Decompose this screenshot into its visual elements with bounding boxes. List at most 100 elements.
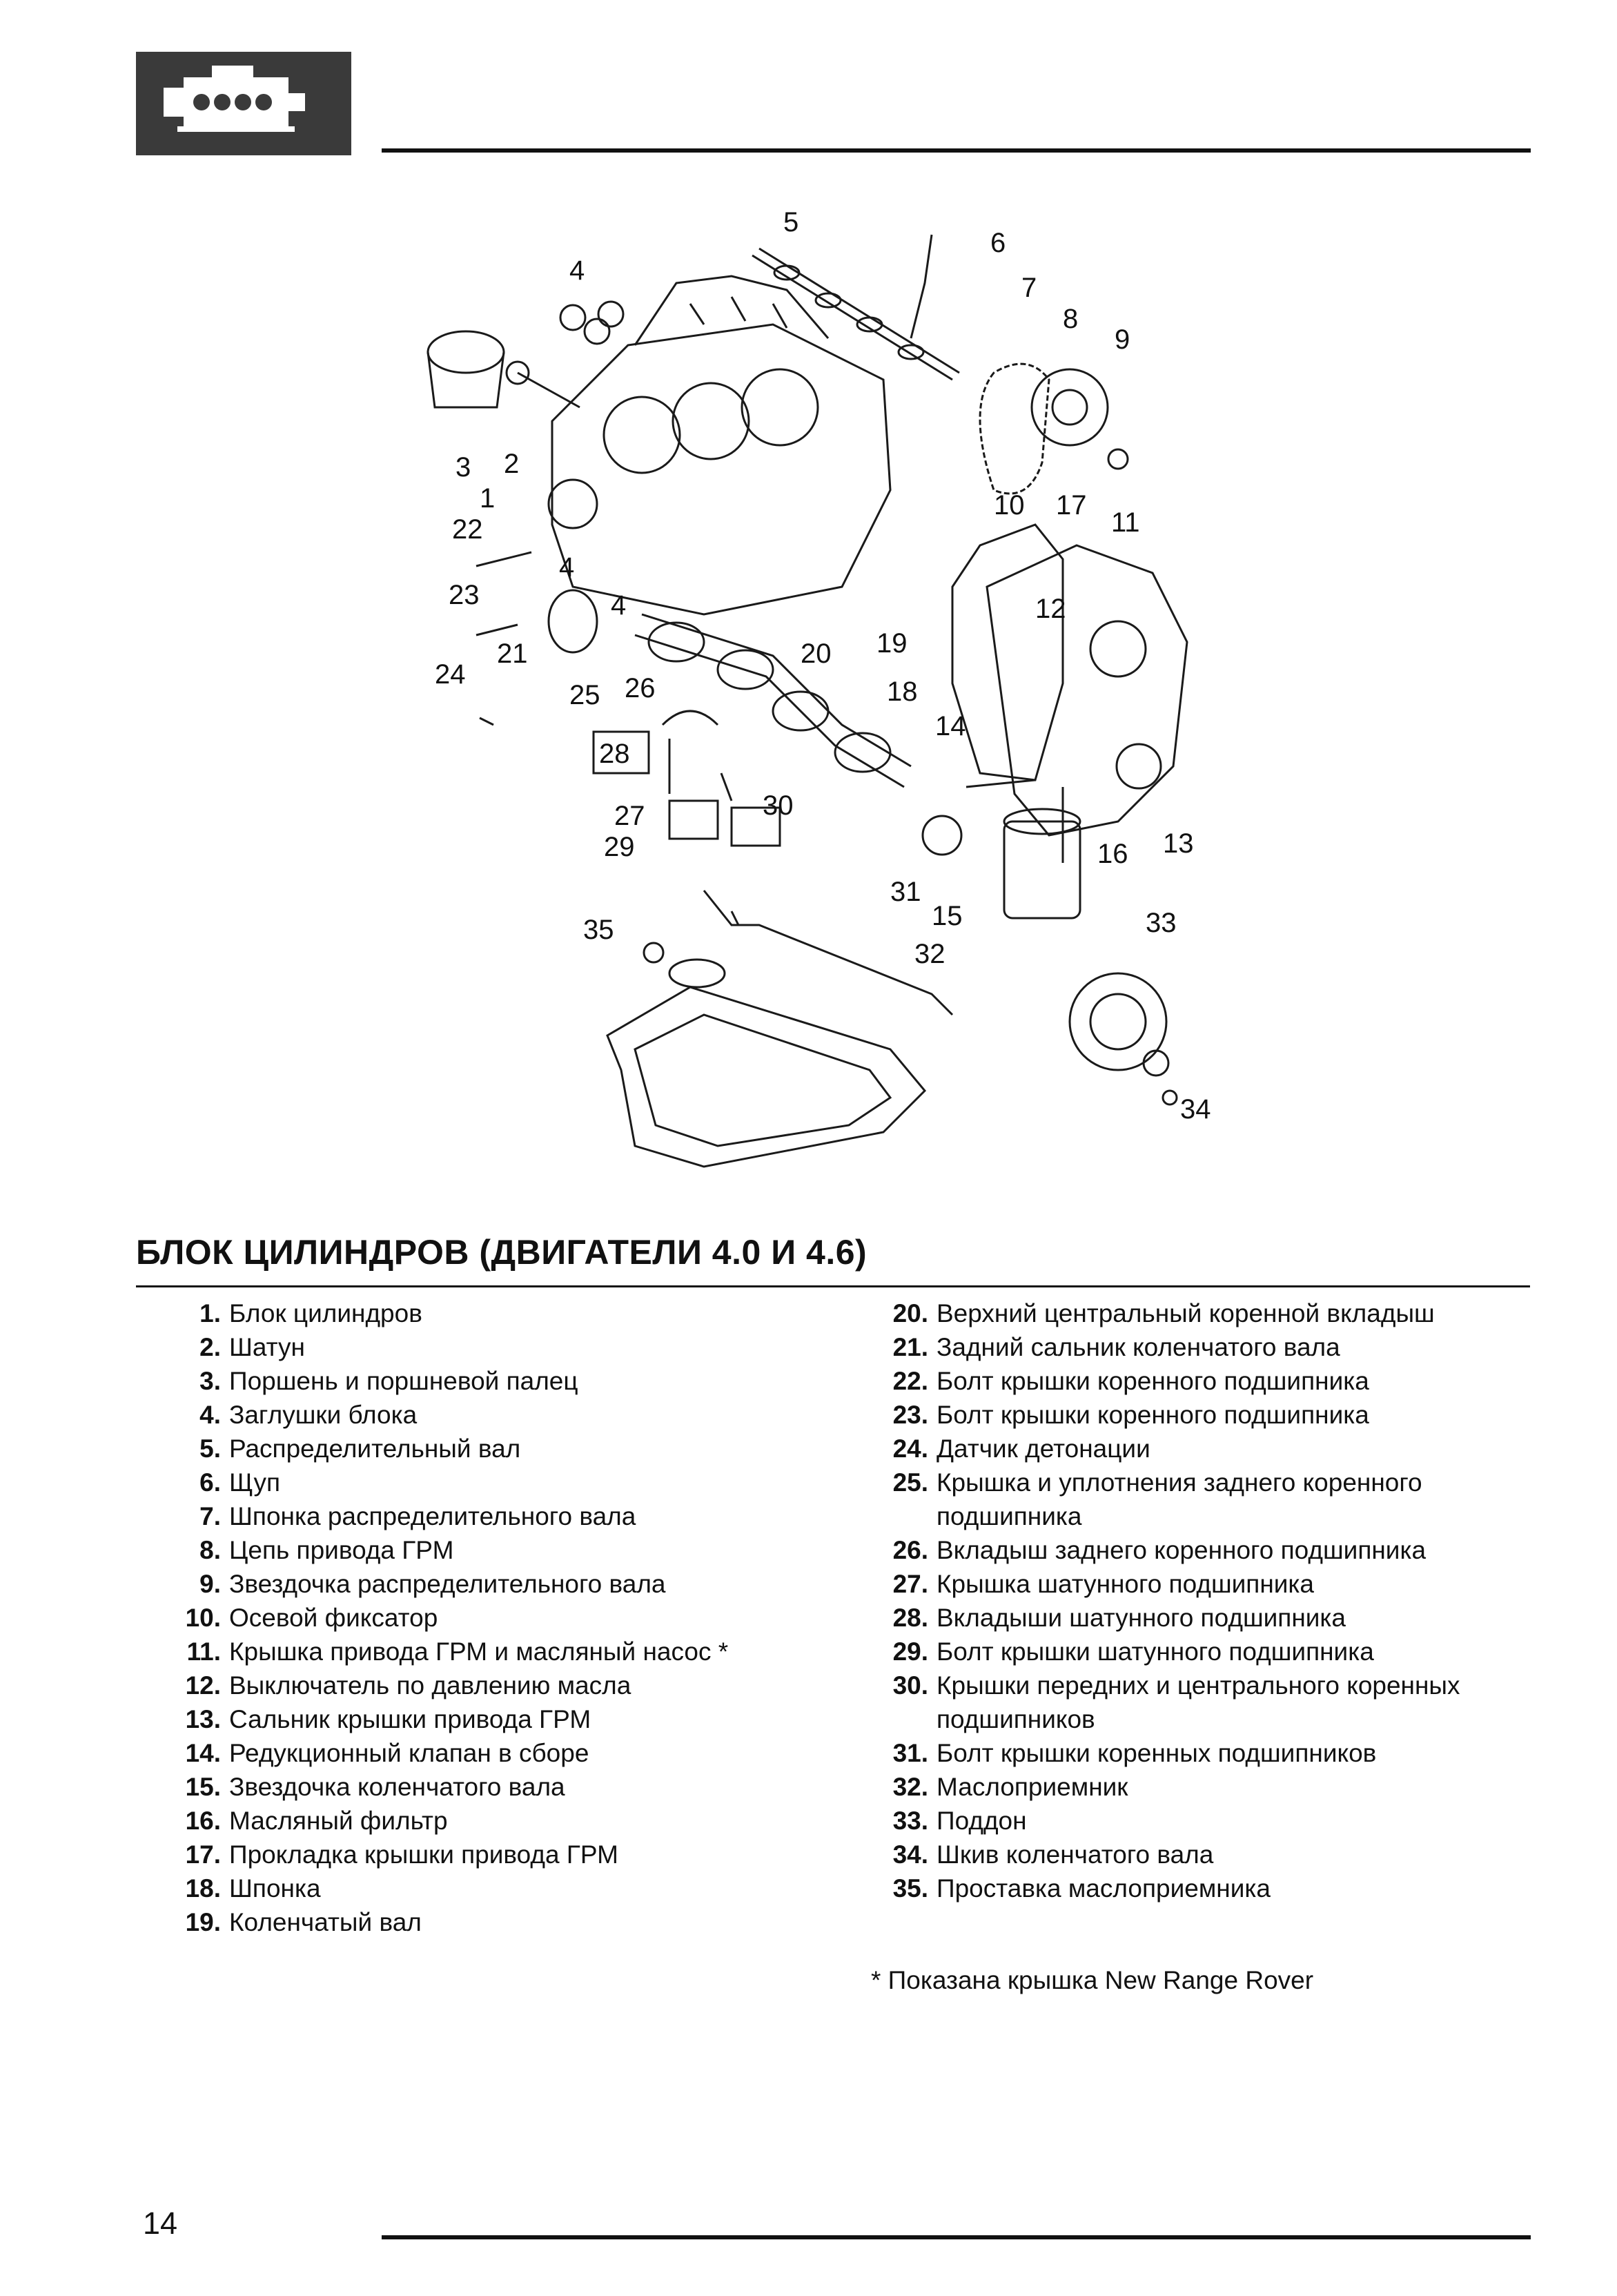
- legend-item: 22. Болт крышки коренного подшипника: [866, 1364, 1536, 1398]
- legend-text: Проставка маслоприемника: [937, 1874, 1271, 1903]
- diagram-callout: 23: [449, 580, 480, 610]
- legend-item: 14.Редукционный клапан в сборе: [152, 1736, 842, 1770]
- legend-item: 24. Датчик детонации: [866, 1432, 1536, 1466]
- legend-text: Задний сальник коленчатого вала: [937, 1333, 1340, 1361]
- legend-number: 34.: [892, 1840, 928, 1869]
- legend-number: 15.: [185, 1773, 221, 1801]
- legend-item: 19.Коленчатый вал: [152, 1905, 842, 1939]
- legend-item: 11. Крышка привода ГРМ и масляный насос *: [152, 1635, 842, 1669]
- legend-item: 13. Сальник крышки привода ГРМ: [152, 1702, 842, 1736]
- diagram-callout: 7: [1021, 273, 1037, 303]
- diagram-callout: 16: [1097, 839, 1128, 869]
- legend-number: 11.: [186, 1637, 221, 1666]
- camshaft: [752, 234, 960, 381]
- legend-number: 27.: [892, 1570, 928, 1598]
- diagram-callout: 18: [887, 677, 918, 707]
- diagram-callout: 4: [559, 552, 574, 583]
- timing-chain: [979, 362, 1129, 495]
- footer-rule: [382, 2235, 1531, 2239]
- legend-number: 20.: [892, 1299, 928, 1327]
- legend-item: 10.Осевой фиксатор: [152, 1601, 842, 1635]
- legend-text: Вкладыши шатунного подшипника: [937, 1604, 1346, 1632]
- legend-text: Болт крышки коренных подшипников: [937, 1739, 1377, 1767]
- legend-number: 14.: [185, 1739, 221, 1767]
- legend-item: 6.Щуп: [152, 1466, 842, 1499]
- legend-item: 31. Болт крышки коренных подшипников: [866, 1736, 1536, 1770]
- diagram-callout: 12: [1035, 594, 1066, 624]
- legend-item: 25. Крышка и уплотнения заднего коренного…: [866, 1466, 1536, 1533]
- legend-number: 8.: [199, 1536, 221, 1564]
- diagram-callout: 3: [455, 452, 471, 483]
- bolts: [476, 551, 1064, 926]
- legend-text: Выключатель по давлению масла: [229, 1671, 631, 1700]
- front-cover: [951, 523, 1188, 837]
- legend-number: 10.: [185, 1604, 221, 1632]
- legend-text: Блок цилиндров: [229, 1299, 422, 1327]
- oil-filter: [1003, 808, 1081, 920]
- legend-item: 16.Масляный фильтр: [152, 1804, 842, 1838]
- header-logo: [136, 52, 351, 155]
- legend-text: Болт крышки коренного подшипника: [937, 1401, 1369, 1429]
- crankshaft-pulley: [1068, 972, 1178, 1106]
- legend-text: Крышка привода ГРМ и масляный насос *: [229, 1637, 729, 1666]
- legend-text: Крышки передних и центрального коренных …: [937, 1671, 1460, 1733]
- legend-number: 9.: [199, 1570, 221, 1598]
- legend-item: 35.Проставка маслоприемника: [866, 1871, 1536, 1905]
- diagram-callout: 6: [990, 228, 1006, 258]
- legend-text: Крышка и уплотнения заднего коренного по…: [937, 1468, 1422, 1530]
- legend-text: Коленчатый вал: [229, 1908, 422, 1936]
- diagram-callout: 20: [801, 639, 832, 669]
- legend-item: 23.Болт крышки коренного подшипника: [866, 1398, 1536, 1432]
- diagram-callout: 17: [1056, 490, 1087, 521]
- legend-text: Датчик детонации: [937, 1434, 1150, 1463]
- legend-item: 27. Крышка шатунного подшипника: [866, 1567, 1536, 1601]
- legend-number: 31.: [892, 1739, 928, 1767]
- legend-item: 15.Звездочка коленчатого вала: [152, 1770, 842, 1804]
- legend-text: Поршень и поршневой палец: [229, 1367, 578, 1395]
- footnote: * Показана крышка New Range Rover: [871, 1966, 1314, 1994]
- legend-number: 1.: [199, 1299, 221, 1327]
- legend-number: 22.: [892, 1367, 928, 1395]
- diagram-callout: 25: [569, 680, 600, 710]
- legend-text: Крышка шатунного подшипника: [937, 1570, 1315, 1598]
- diagram-callout: 27: [614, 801, 645, 831]
- legend-number: 25.: [892, 1468, 928, 1497]
- legend-text: Маслоприемник: [937, 1773, 1128, 1801]
- legend-text: Распределительный вал: [229, 1434, 521, 1463]
- legend-number: 24.: [892, 1434, 928, 1463]
- section-title: БЛОК ЦИЛИНДРОВ (ДВИГАТЕЛИ 4.0 И 4.6): [136, 1233, 868, 1272]
- oil-pickup: [643, 890, 954, 1016]
- legend-item: 2.Шатун: [152, 1330, 842, 1364]
- legend-number: 13.: [185, 1705, 221, 1733]
- legend-text: Верхний центральный коренной вкладыш: [937, 1299, 1435, 1327]
- diagram-callout: 21: [497, 639, 528, 669]
- legend-item: 9.Звездочка распределительного вала: [152, 1567, 842, 1601]
- legend-number: 33.: [892, 1807, 928, 1835]
- legend-text: Шатун: [229, 1333, 305, 1361]
- diagram-callout: 5: [783, 207, 798, 237]
- legend-text: Масляный фильтр: [229, 1807, 448, 1835]
- diagram-callout: 9: [1115, 324, 1130, 355]
- legend-text: Прокладка крышки привода ГРМ: [229, 1840, 618, 1869]
- legend-item: 5.Распределительный вал: [152, 1432, 842, 1466]
- rear-oil-seal: [547, 589, 598, 654]
- legend-text: Шпонка: [229, 1874, 321, 1903]
- legend-item: 33.Поддон: [866, 1804, 1536, 1838]
- legend-text: Заглушки блока: [229, 1401, 418, 1429]
- legend-text: Сальник крышки привода ГРМ: [229, 1705, 591, 1733]
- legend-number: 28.: [892, 1604, 928, 1632]
- legend-list-right: 20.Верхний центральный коренной вкладыш …: [866, 1296, 1536, 1905]
- diagram-callout: 8: [1063, 304, 1078, 334]
- legend-item: 21.Задний сальник коленчатого вала: [866, 1330, 1536, 1364]
- legend-number: 32.: [892, 1773, 928, 1801]
- diagram-callout: 14: [935, 711, 966, 741]
- diagram-callout: 29: [604, 832, 635, 862]
- diagram-callout: 13: [1163, 828, 1194, 859]
- legend-number: 26.: [892, 1536, 928, 1564]
- legend-item: 20. Верхний центральный коренной вкладыш: [866, 1296, 1536, 1330]
- legend-text: Болт крышки коренного подшипника: [937, 1367, 1369, 1395]
- legend-text: Болт крышки шатунного подшипника: [937, 1637, 1374, 1666]
- legend-item: 3.Поршень и поршневой палец: [152, 1364, 842, 1398]
- legend-number: 18.: [185, 1874, 221, 1903]
